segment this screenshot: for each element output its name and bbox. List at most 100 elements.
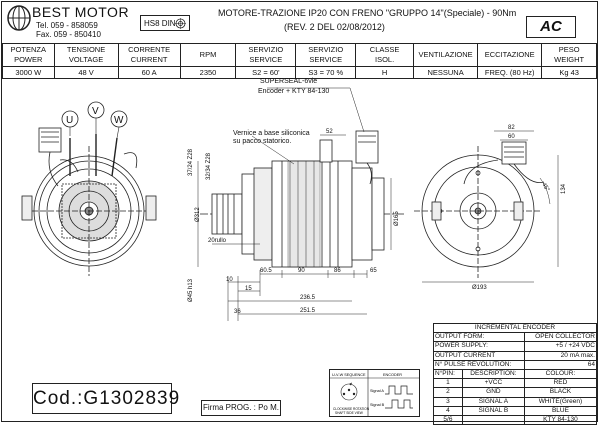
- encoder-spec-value: 64: [523, 359, 598, 371]
- spec-header-line1: ECCITAZIONE: [484, 50, 535, 59]
- spec-header-line1: CORRENTE: [128, 45, 171, 54]
- varnish-note-2: su pacco statorico.: [233, 138, 291, 145]
- dim-236-5: 236.5: [300, 295, 316, 301]
- signal-a-waveform: [385, 385, 413, 395]
- spec-header-line2: SERVICE: [309, 55, 343, 64]
- encoder-spec-key: N° PULSE REVOLUTION:: [433, 359, 525, 371]
- encoder-spec-value: OPEN COLLECTOR: [523, 332, 598, 343]
- spec-header-3: RPM: [179, 43, 237, 67]
- spec-header-line2: ISOL.: [375, 55, 395, 64]
- spec-header-line1: VENTILAZIONE: [418, 50, 473, 59]
- spec-value-9: Kg 43: [541, 66, 597, 79]
- rear-view: [21, 127, 157, 276]
- side-view-dimensions: [197, 87, 392, 321]
- pin-description: SIGNAL A: [461, 396, 525, 407]
- rotation-note-2: SHAFT SIDE VIEW: [335, 411, 363, 415]
- dim-134: 134: [561, 183, 567, 194]
- encoder-spec-key: OUTPUT FORM:: [433, 332, 525, 343]
- pin-colour: WHITE(Green): [523, 396, 598, 407]
- uvw-sequence-title: U-V-W SEQUENCE: [332, 373, 366, 377]
- company-tel: Tel. 059 - 858059: [36, 21, 98, 30]
- signal-a-label: Signal A: [370, 389, 384, 393]
- company-logo: BEST MOTOR Tel. 059 - 858059 Fax. 059 - …: [4, 4, 144, 41]
- pin-colour: KTY 84-130: [523, 415, 598, 425]
- spec-header-line1: SERVIZIO: [308, 45, 344, 54]
- spec-header-line2: CURRENT: [130, 55, 168, 64]
- spec-value-6: H: [355, 66, 415, 79]
- spec-header-8: ECCITAZIONE: [477, 43, 543, 67]
- front-view-dim-labels: 82 60 134 45° Ø193: [472, 125, 567, 291]
- dim-65: 65: [370, 268, 377, 274]
- signal-b-waveform: [385, 399, 413, 409]
- sequence-box: U-V-W SEQUENCE ENCODER CLOCKWISE ROTATIO…: [329, 369, 420, 417]
- dim-60-5: 60.5: [260, 268, 272, 274]
- drawing-revision: (REV. 2 DEL 02/08/2012): [284, 22, 385, 32]
- encoder-pin-row: 5/6 KTY 84-130: [433, 415, 598, 425]
- dim-20-rullo: 20rullo: [208, 238, 227, 244]
- encoder-table: INCREMENTAL ENCODER OUTPUT FORM:OPEN COL…: [433, 322, 598, 425]
- spec-header-line1: PESO: [558, 45, 580, 54]
- spec-header-line2: SERVICE: [249, 55, 283, 64]
- terminal-w-label: W: [114, 115, 124, 126]
- hs-din-label: HS8 DIN: [144, 19, 176, 28]
- ac-brand-box: AC: [526, 16, 576, 38]
- side-view-dim-labels: 60.5 90 86 65 10 15 236.5 36 251.5 52 20…: [188, 78, 400, 315]
- designer-signature: Firma PROG. : Po M.: [201, 400, 281, 416]
- front-view-dimensions: [422, 130, 559, 283]
- spec-value-1: 48 V: [53, 66, 119, 79]
- dim-shaft-spline-1: 32/34 Z28: [206, 152, 212, 180]
- spec-value-5: S3 = 70 %: [295, 66, 357, 79]
- encoder-pin-header: N°PIN: DESCRIPTION: COLOUR:: [433, 369, 598, 380]
- pin-number: 4: [433, 405, 463, 417]
- spec-header-line1: TENSIONE: [66, 45, 106, 54]
- encoder-spec-value: +5 / +24 VDC: [523, 341, 598, 352]
- rotation-arrow-icon: [340, 383, 358, 401]
- rotation-note-1: CLOCKWISE ROTATION: [333, 407, 370, 411]
- spec-header-7: VENTILAZIONE: [413, 43, 479, 67]
- superseal-label: SUPERSEAL-6vie: [260, 78, 317, 85]
- spec-header-line2: POWER: [14, 55, 43, 64]
- drawing-code: Cod.:G1302839: [32, 383, 179, 414]
- spec-value-8: FREQ. (80 Hz): [477, 66, 543, 79]
- dim-165: Ø165: [394, 211, 400, 226]
- varnish-note-1: Vernice a base siliconica: [233, 130, 310, 137]
- front-view: [414, 141, 545, 278]
- spec-header-line1: POTENZA: [10, 45, 46, 54]
- encoder-spec-key: POWER SUPPLY:: [433, 341, 525, 352]
- pin-header-desc: DESCRIPTION:: [461, 369, 525, 380]
- pin-description: GND: [461, 387, 525, 398]
- spec-header-line1: RPM: [199, 50, 217, 59]
- dim-251-5: 251.5: [300, 308, 316, 314]
- encoder-kty-label: Encoder + KTY 84-130: [258, 88, 329, 95]
- dim-90: 90: [298, 268, 305, 274]
- dim-60: 60: [508, 134, 515, 140]
- encoder-spec-value: 20 mA max.: [523, 350, 598, 361]
- pin-number: 3: [433, 396, 463, 407]
- spec-value-3: 2350: [179, 66, 237, 79]
- pin-description: [461, 415, 525, 425]
- company-contacts: Tel. 059 - 858059 Fax. 059 - 850410: [36, 21, 101, 39]
- pin-colour: RED: [523, 378, 598, 389]
- pin-number: 5/6: [433, 415, 463, 425]
- company-fax: Fax. 059 - 850410: [36, 30, 101, 39]
- pin-header-colour: COLOUR:: [523, 369, 598, 380]
- spec-header-line2: VOLTAGE: [68, 55, 104, 64]
- dim-45-deg: 45°: [540, 182, 550, 193]
- projection-symbol-icon: [175, 18, 186, 29]
- dim-86: 86: [334, 268, 341, 274]
- dim-82: 82: [508, 125, 515, 131]
- spec-value-4: S2 = 60': [235, 66, 297, 79]
